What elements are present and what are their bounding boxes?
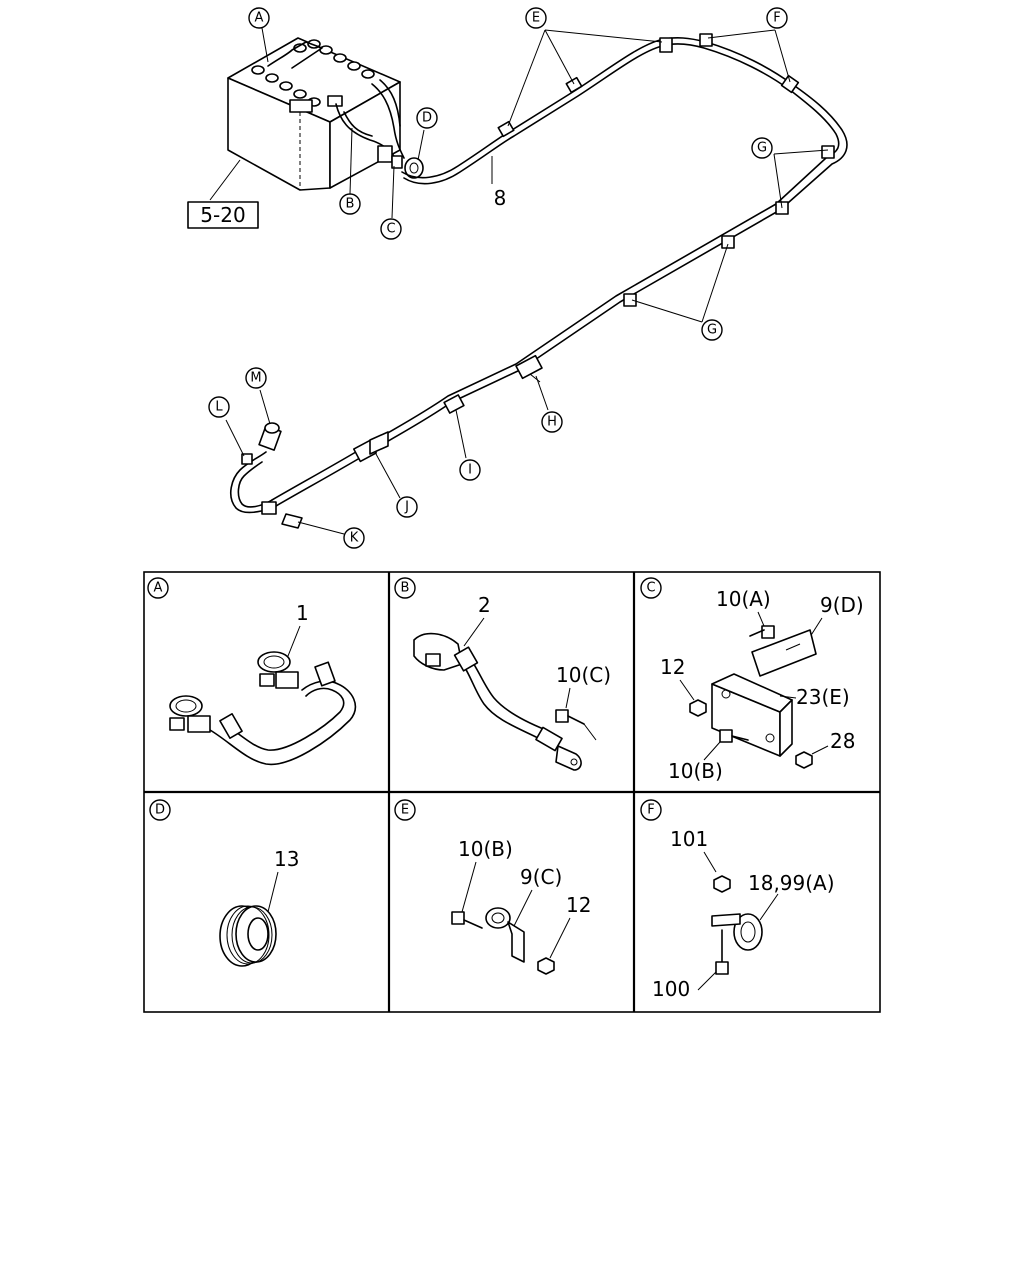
svg-text:12: 12: [660, 655, 685, 679]
callout-F: F: [766, 7, 788, 29]
detail-B: B 2 10(C): [394, 577, 611, 771]
svg-text:101: 101: [670, 827, 708, 851]
svg-text:13: 13: [274, 847, 299, 871]
svg-text:B: B: [346, 197, 355, 212]
callout-B: B: [339, 193, 361, 215]
svg-text:9(C): 9(C): [520, 865, 562, 889]
detail-F: F 101 18,99(A) 100: [640, 799, 835, 1001]
callout-L: L: [208, 396, 230, 418]
callout-H: H: [541, 411, 563, 433]
svg-text:100: 100: [652, 977, 690, 1001]
svg-text:I: I: [468, 463, 472, 478]
svg-text:F: F: [773, 11, 780, 26]
callout-G-lower: G: [701, 319, 723, 341]
callout-D: D: [416, 107, 438, 129]
cable-clips: [241, 33, 835, 529]
svg-text:A: A: [255, 11, 264, 26]
svg-text:10(C): 10(C): [556, 663, 611, 687]
battery: [227, 37, 401, 191]
svg-text:A: A: [154, 581, 163, 596]
callout-K: K: [343, 527, 365, 549]
svg-text:18,99(A): 18,99(A): [748, 871, 835, 895]
svg-text:L: L: [215, 400, 223, 415]
svg-text:C: C: [646, 581, 655, 596]
battery-caps: [251, 39, 375, 107]
svg-text:2: 2: [478, 593, 491, 617]
detail-D: D 13: [149, 799, 299, 967]
svg-text:F: F: [647, 803, 654, 818]
detail-A: A 1: [147, 577, 356, 766]
cable-part-label: 8: [494, 186, 507, 210]
svg-text:H: H: [547, 415, 557, 430]
svg-text:K: K: [350, 531, 359, 546]
svg-text:D: D: [422, 111, 432, 126]
svg-text:23(E): 23(E): [796, 685, 850, 709]
callout-J: J: [396, 496, 418, 518]
reference-box: 5-20: [187, 201, 259, 229]
detail-grid: [143, 571, 881, 1013]
svg-text:10(B): 10(B): [458, 837, 513, 861]
callout-A: A: [248, 7, 270, 29]
leader-lines: [209, 27, 829, 535]
callout-G-upper: G: [751, 137, 773, 159]
svg-text:B: B: [401, 581, 410, 596]
svg-text:10(B): 10(B): [668, 759, 723, 783]
svg-text:1: 1: [296, 601, 309, 625]
svg-text:28: 28: [830, 729, 855, 753]
svg-text:12: 12: [566, 893, 591, 917]
svg-text:J: J: [404, 500, 409, 515]
svg-text:10(A): 10(A): [716, 587, 771, 611]
callout-E: E: [525, 7, 547, 29]
callout-C: C: [380, 218, 402, 240]
detail-E: E 10(B) 9(C) 12: [394, 799, 591, 975]
callout-I: I: [459, 459, 481, 481]
svg-text:E: E: [532, 11, 540, 26]
svg-text:5-20: 5-20: [200, 203, 245, 227]
svg-text:D: D: [155, 803, 165, 818]
svg-text:G: G: [757, 141, 767, 156]
svg-text:G: G: [707, 323, 717, 338]
svg-text:9(D): 9(D): [820, 593, 864, 617]
main-cable: [229, 37, 848, 514]
svg-text:M: M: [250, 371, 261, 386]
detail-C: C 10(A) 9(D) 12 23(E) 10(B) 28: [640, 577, 864, 783]
svg-text:E: E: [401, 803, 409, 818]
callout-M: M: [245, 367, 267, 389]
svg-text:C: C: [386, 222, 395, 237]
